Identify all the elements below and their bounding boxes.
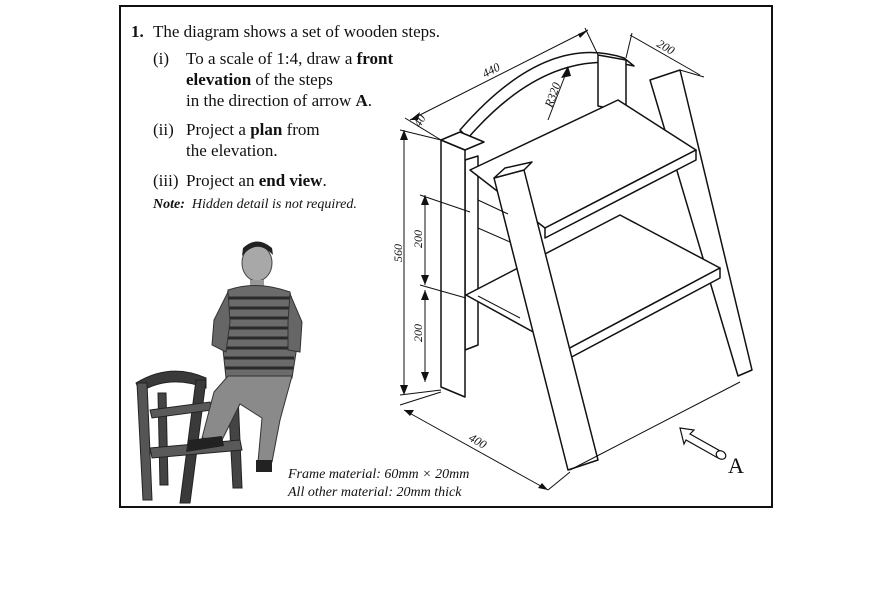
note-text: Hidden detail is not required.: [191, 197, 357, 212]
question-frame: [119, 5, 773, 508]
part-i-line3: in the direction of arrow A.: [186, 91, 372, 110]
part-i-line1: To a scale of 1:4, draw a front: [186, 49, 394, 68]
note: Note: Hidden detail is not required.: [153, 197, 357, 213]
other-material: All other material: 20mm thick: [288, 485, 462, 500]
part-ii-line2: the elevation.: [186, 141, 278, 160]
part-iii-line1: Project an end view.: [186, 171, 327, 190]
part-ii-line1: Project a plan from: [186, 120, 320, 139]
question-intro: The diagram shows a set of wooden steps.: [153, 22, 441, 41]
part-ii-label: (ii): [153, 120, 174, 139]
frame-material: Frame material: 60mm × 20mm: [288, 467, 470, 482]
question-number: 1.: [131, 22, 144, 41]
part-i-label: (i): [153, 49, 170, 68]
part-i-line2: elevation of the steps: [186, 70, 333, 89]
part-iii-label: (iii): [153, 171, 179, 190]
note-label: Note:: [153, 197, 185, 212]
